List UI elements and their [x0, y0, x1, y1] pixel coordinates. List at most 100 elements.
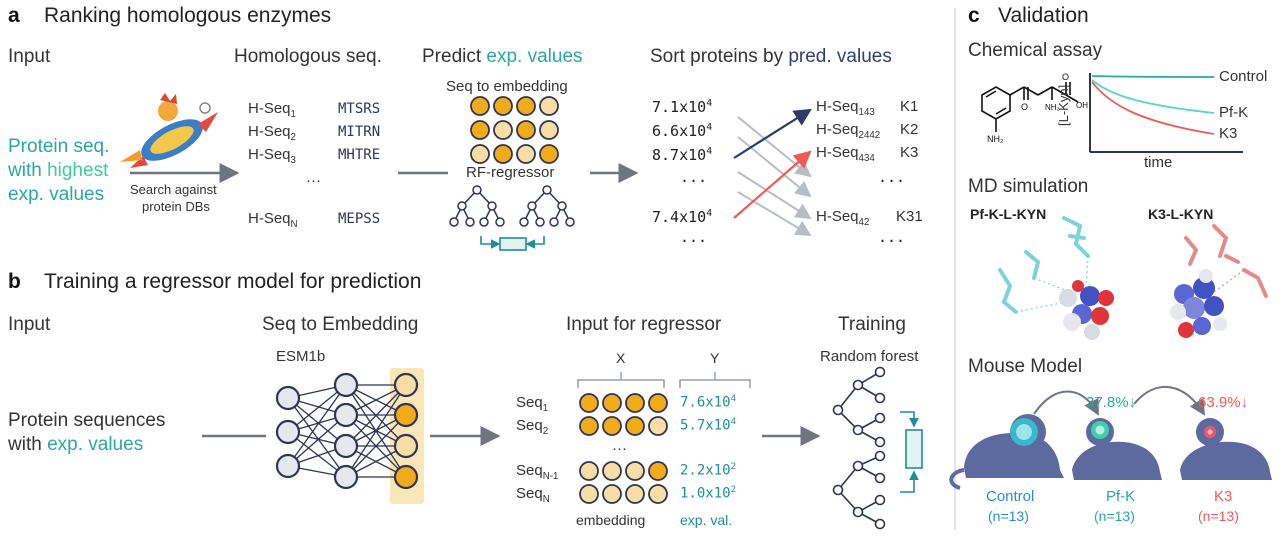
neural-network: [275, 368, 424, 504]
panel-a-title: Ranking homologous enzymes: [44, 4, 332, 27]
esm-label: ESM1b: [276, 348, 326, 365]
curve-control: [1091, 75, 1215, 78]
seq-value-1: 7.6x104: [680, 394, 737, 411]
svg-text:OH: OH: [1076, 101, 1088, 110]
panel-a-input-line3: exp. values: [8, 184, 105, 205]
ranked-label-1: H-Seq143: [816, 98, 875, 118]
panel-b-input-line2: with exp. values: [8, 434, 144, 455]
md-left-label: Pf-K-L-KYN: [970, 206, 1047, 222]
aggregate-box-b: [900, 411, 923, 493]
training-head: Training: [838, 314, 906, 335]
mouse-arrow-2: [1133, 385, 1206, 416]
mouse-control-name: Control: [986, 488, 1035, 505]
curve-label-control: Control: [1219, 68, 1268, 85]
mouse-k3-icon: [1180, 418, 1272, 480]
curve-label-k3: K3: [1219, 125, 1238, 142]
homolog-label-2: H-Seq2: [248, 123, 296, 143]
homologous-head: Homologous seq.: [234, 46, 382, 67]
homolog-code-1: MTSRS: [338, 101, 381, 117]
ranked-label-2: H-Seq2442: [816, 121, 881, 141]
seq-to-embedding-label: Seq to embedding: [446, 78, 568, 95]
aggregate-box-a: [480, 236, 545, 251]
homolog-dots: ···: [306, 172, 321, 189]
md-head: MD simulation: [968, 176, 1089, 197]
ranked-dots-2: ···: [878, 232, 906, 250]
panel-a-input-head: Input: [8, 46, 51, 67]
pct-pfk: 37.8%↓: [1086, 394, 1137, 411]
svg-text:O: O: [1062, 72, 1069, 82]
seq-value-2: 5.7x104: [680, 417, 737, 434]
panel-c-letter: c: [968, 4, 980, 27]
ranked-rank-2: K2: [900, 121, 919, 138]
rf-trees-a: [449, 185, 575, 227]
svg-text:NH₂: NH₂: [987, 134, 1004, 144]
mouse-k3-name: K3: [1214, 488, 1233, 505]
mouse-pfk-name: Pf-K: [1106, 488, 1136, 505]
ranked-label-3: H-Seq434: [816, 144, 875, 164]
homolog-label-1: H-Seq1: [248, 100, 296, 120]
panel-a-input-line1: Protein seq.: [8, 136, 110, 157]
ranked-rank-4: K31: [896, 208, 923, 225]
sort-arrows: [733, 108, 812, 237]
ranked-dots-1: ···: [878, 172, 906, 190]
homolog-code-3: MHTRE: [338, 147, 381, 163]
pred-value-1: 7.1x104: [652, 98, 713, 116]
mouse-control-icon: [949, 414, 1064, 490]
embed-head: Seq to Embedding: [262, 314, 419, 335]
pred-dots-2: ···: [680, 232, 708, 250]
curve-k3: [1091, 81, 1215, 135]
sort-head: Sort proteins by pred. values: [650, 46, 892, 67]
seq-label-n1: SeqN-1: [516, 462, 559, 482]
pred-value-3: 8.7x104: [652, 146, 713, 164]
mouse-pfk-icon: [1072, 418, 1162, 480]
svg-text:O: O: [1021, 102, 1028, 112]
rocket-icon: [120, 93, 218, 168]
rf-label: Random forest: [820, 348, 919, 365]
seq-dots: ···: [612, 440, 627, 457]
mouse-arrow-1: [1033, 390, 1099, 416]
pct-k3: 63.9%↓: [1198, 394, 1249, 411]
homolog-label-n: H-SeqN: [248, 210, 298, 230]
assay-y-label: [L-Kyn]: [1056, 84, 1071, 126]
seq-value-n: 1.0x102: [680, 485, 737, 502]
panel-a-input-line2: with highest: [8, 160, 108, 182]
seq-value-n1: 2.2x102: [680, 462, 737, 479]
mouse-head: Mouse Model: [968, 356, 1083, 377]
regressor-head: Input for regressor: [566, 314, 722, 335]
rf-trees-b: [832, 366, 886, 530]
seq-label-2: Seq2: [516, 417, 549, 437]
panel-c-title: Validation: [998, 4, 1089, 27]
pred-dots-1: ···: [680, 172, 708, 190]
search-text-2: protein DBs: [142, 199, 210, 214]
assay-head: Chemical assay: [968, 40, 1103, 61]
panel-b-input-line1: Protein sequences: [8, 410, 166, 431]
rf-regressor-label: RF-regressor: [466, 164, 555, 181]
mouse-pfk-n: (n=13): [1094, 508, 1135, 524]
embedding-grid-b: [579, 393, 668, 504]
molecule-structure: [981, 82, 1079, 132]
homolog-label-3: H-Seq3: [248, 146, 296, 166]
embedding-grid-a: [470, 96, 559, 164]
panel-a-letter: a: [8, 4, 20, 27]
md-right-structure: [1170, 224, 1268, 338]
mouse-k3-n: (n=13): [1198, 508, 1239, 524]
y-label: Y: [710, 350, 720, 366]
mouse-control-n: (n=13): [988, 508, 1029, 524]
pred-value-2: 6.6x104: [652, 122, 713, 140]
input-with-word: with: [8, 160, 48, 181]
xy-brackets: [577, 372, 751, 388]
ranked-rank-1: K1: [900, 98, 919, 115]
seq-label-n: SeqN: [516, 485, 550, 505]
homolog-code-n: MEPSS: [338, 211, 381, 227]
ranked-rank-3: K3: [900, 144, 919, 161]
curve-label-pfk: Pf-K: [1219, 104, 1249, 121]
curve-pfk: [1091, 79, 1215, 114]
md-left-structure: [998, 216, 1114, 340]
expval-caption: exp. val.: [680, 512, 733, 528]
panel-b-input-head: Input: [8, 314, 51, 335]
embedding-caption: embedding: [576, 512, 646, 528]
assay-x-label: time: [1144, 154, 1173, 171]
md-right-label: K3-L-KYN: [1148, 206, 1214, 222]
panel-b-letter: b: [8, 270, 21, 293]
